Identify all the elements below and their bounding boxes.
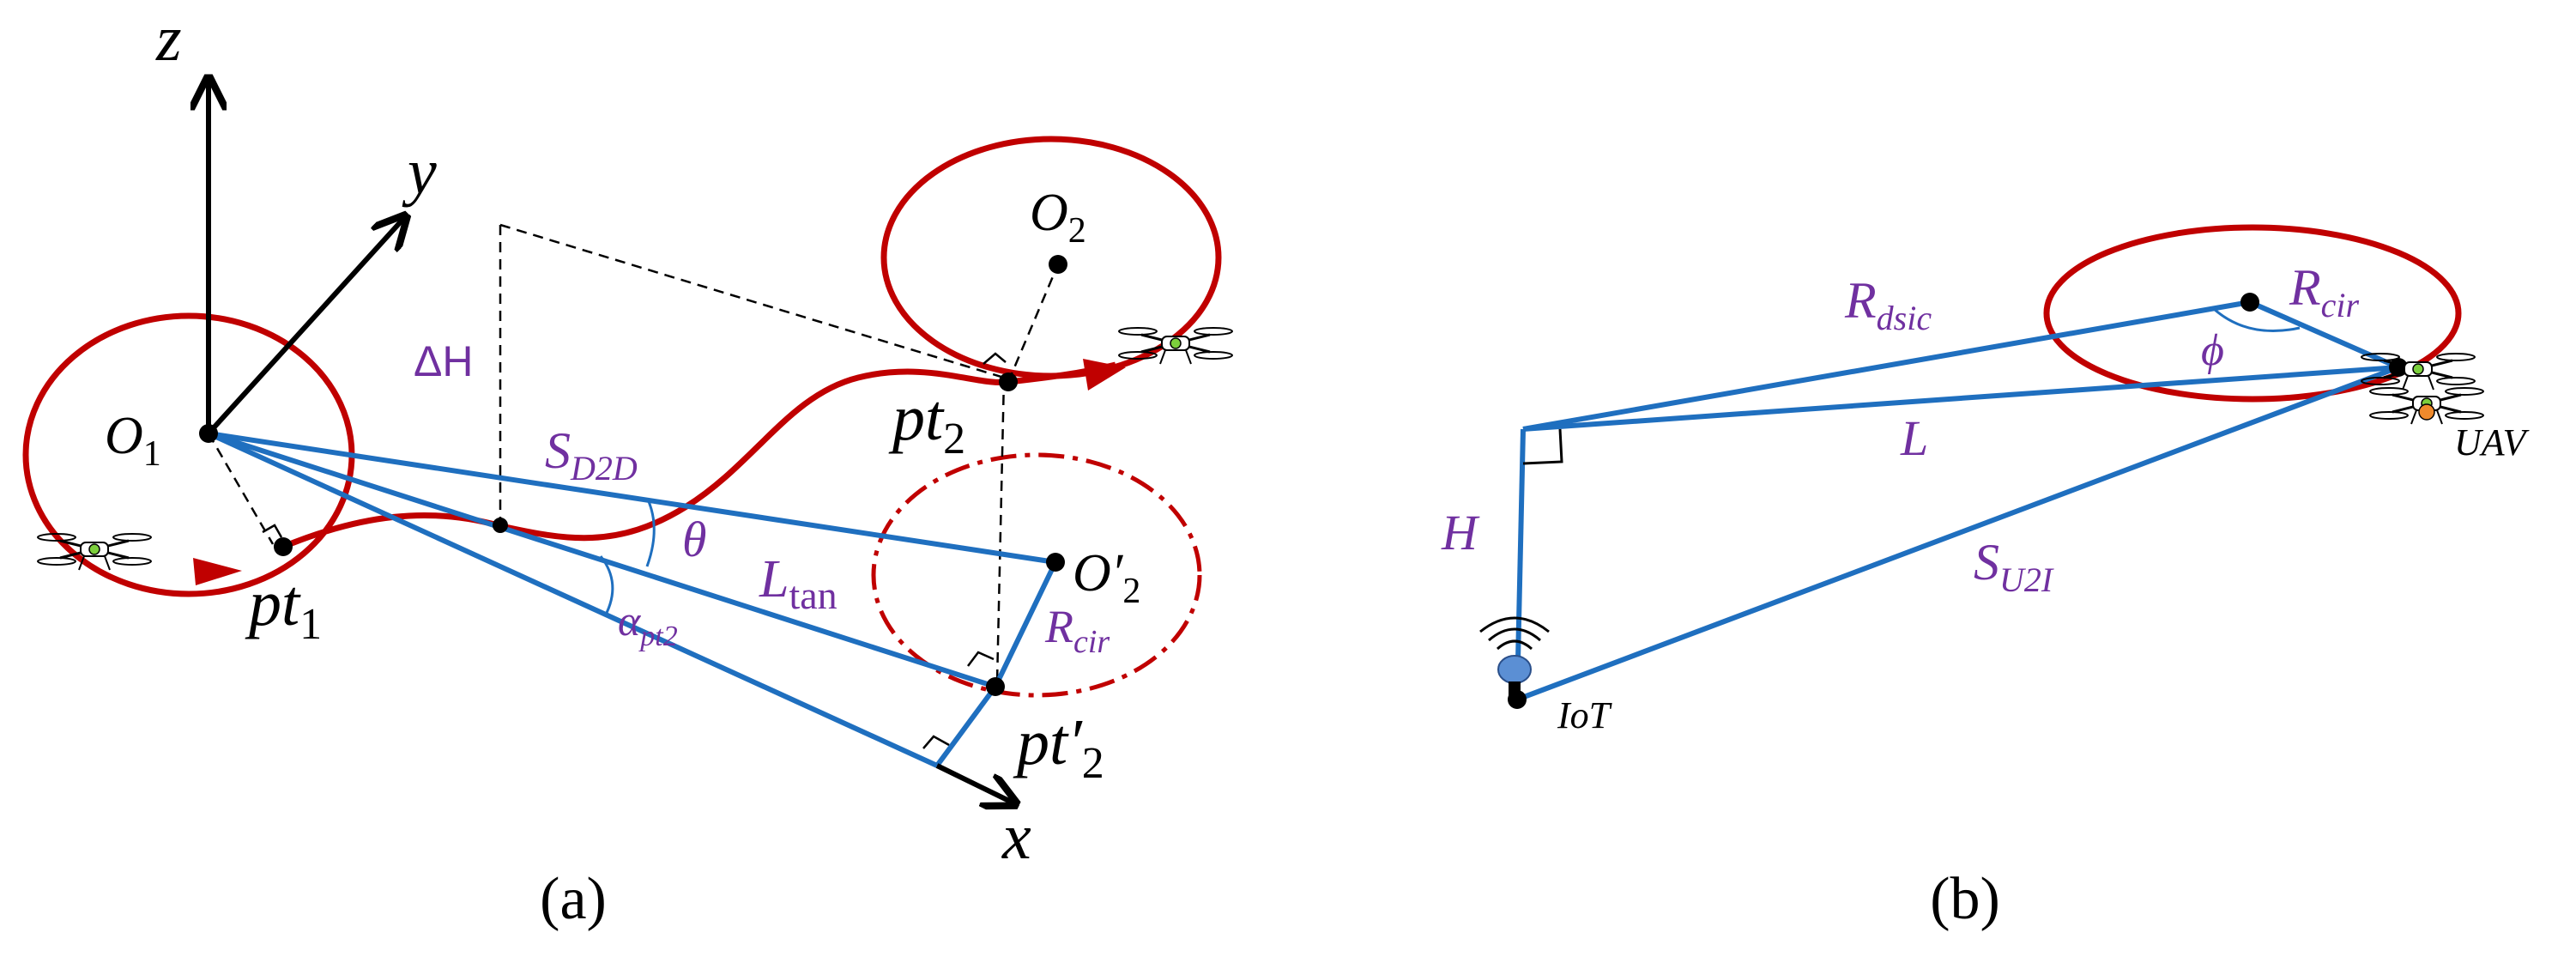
right-angle-marker [1522,428,1563,465]
point-o2-prime [1046,553,1065,572]
x-axis-label: x [1001,801,1031,873]
label-l-tan: Ltan [759,550,838,617]
direction-arrow-2 [1083,359,1126,391]
theta-arc [645,499,656,567]
direction-arrow-1 [193,558,242,585]
dashed-lines [207,223,1060,683]
iot-sensor-icon [1479,616,1550,697]
label-pt1: pt1 [245,567,322,649]
phi-arc [2213,307,2301,333]
label-l: L [1900,410,1928,466]
link-lines [1515,300,2400,702]
label-r-cir: Rcir [2289,259,2360,324]
link-lines [207,431,1058,768]
panel-b: Rdsic Rcir ϕ L H SU2I UAV IoT (b) [1441,224,2530,932]
label-r-dsic: Rdsic [1844,272,1932,337]
label-h: H [1441,505,1480,560]
label-r-cir: Rcir [1044,601,1110,660]
label-pt2: pt2 [888,382,965,463]
point-pt2 [999,373,1018,391]
label-phi: ϕ [2201,326,2224,375]
label-pt2-prime: pt′2 [1013,706,1104,788]
circle-trajectory [2043,224,2462,403]
drone-icon [36,532,153,572]
label-delta-h: ΔH [414,337,474,385]
point-center [2240,293,2259,312]
drone-icon [2360,352,2485,426]
label-s-d2d: SD2D [545,422,638,488]
alpha-arc [599,555,614,617]
circle-o1 [22,312,355,597]
caption-b: (b) [1930,866,2000,932]
point-pt2-prime [986,677,1005,696]
label-theta: θ [682,512,707,567]
angle-arcs [599,499,656,617]
caption-a: (a) [540,866,607,932]
right-angle-markers [262,352,1007,749]
points [199,255,1067,696]
point-o1 [199,424,218,443]
label-s-u2i: SU2I [1974,534,2054,599]
y-axis-label: y [402,136,437,208]
circle-o2-prime [871,452,1202,698]
point-tangent [493,518,508,533]
point-o2 [1049,255,1067,274]
label-o2-prime: O′2 [1073,544,1140,611]
x-axis [935,763,1013,803]
label-o2: O2 [1030,184,1086,251]
label-uav: UAV [2454,421,2530,463]
y-axis [206,219,403,436]
axes [209,82,1013,803]
z-axis-label: z [155,3,182,75]
label-o1: O1 [105,407,161,474]
panel-a: z y x O1 O2 O′2 pt1 pt2 pt′2 ΔH SD2D θ L… [22,3,1234,932]
point-pt1 [274,537,293,556]
label-alpha: αpt2 [618,597,678,652]
label-iot: IoT [1557,694,1613,736]
